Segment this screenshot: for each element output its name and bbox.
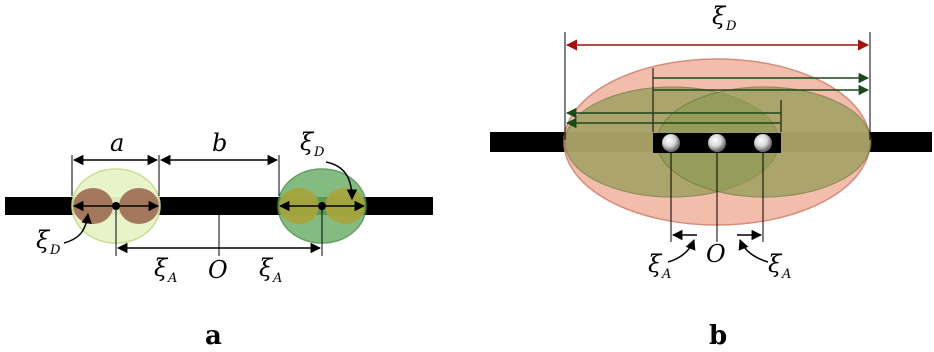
label-xi-a-left-sub: A [167,271,177,286]
left-center-dot [112,202,120,210]
label-origin-b: O [706,240,726,268]
label-xi-a-right: ξ [259,254,274,282]
caption-a: a [205,321,222,351]
label-xi-a-b-left-sub: A [661,267,671,282]
xi-d-pointer-right [325,161,358,201]
caption-b: b [709,321,727,351]
label-xi-d-right-sub: D [313,145,325,160]
label-b: b [212,129,227,157]
ball-center [708,134,726,152]
label-xi-d-b: ξ [712,2,727,30]
label-origin-a: O [208,256,228,284]
label-xi-a-b-right-sub: A [781,267,791,282]
label-a: a [110,129,124,157]
label-xi-d-left: ξ [36,226,51,254]
xi-a-pointer-left [667,239,696,263]
ball-left [662,134,680,152]
panel-b: ξ D ξ A O ξ A b [490,2,932,351]
label-xi-d-left-sub: D [49,243,61,258]
label-xi-d-b-sub: D [725,19,737,34]
ball-right [754,134,772,152]
label-xi-a-right-sub: A [272,271,282,286]
xi-a-pointer-right [738,239,769,263]
chain-bar-a [5,197,433,215]
right-center-dot [318,202,326,210]
panel-a: a b ξ D ξ D ξ A O ξ A a [5,128,433,351]
xi-d-pointer-left [63,212,92,244]
label-xi-a-left: ξ [154,254,169,282]
label-xi-a-b-left: ξ [648,250,663,278]
label-xi-d-right: ξ [300,128,315,156]
label-xi-a-b-right: ξ [768,250,783,278]
